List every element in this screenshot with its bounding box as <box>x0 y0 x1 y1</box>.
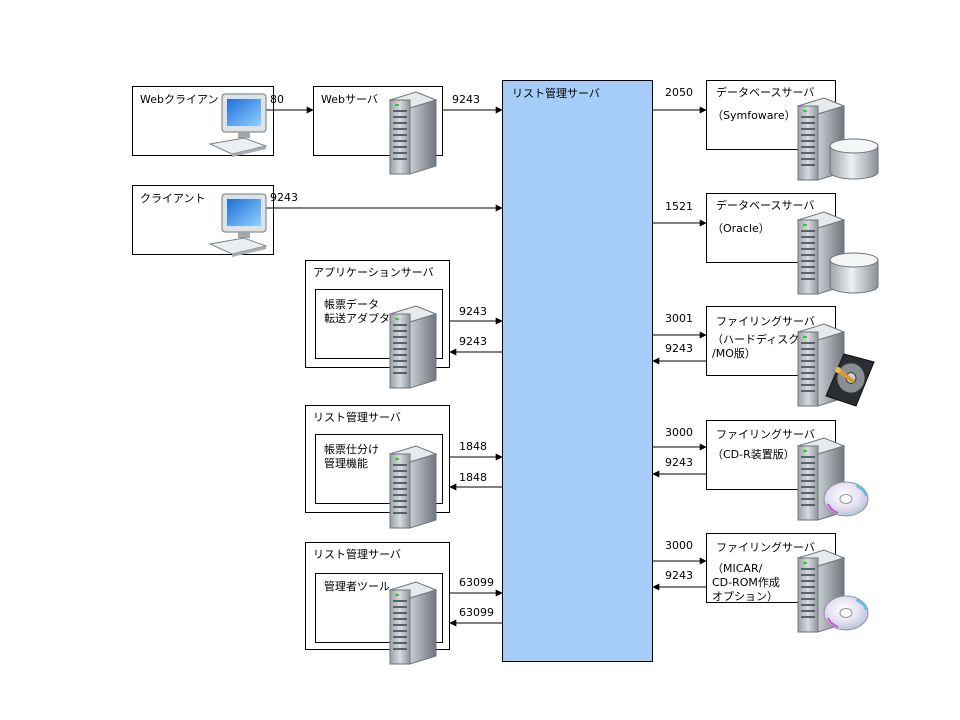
port-label-list2-out: 63099 <box>459 576 494 589</box>
port-label-filing-hdd-in: 9243 <box>665 342 693 355</box>
pc-monitor-icon <box>208 93 268 157</box>
port-label-app-in: 9243 <box>459 335 487 348</box>
port-label-filing-cdr-in: 9243 <box>665 456 693 469</box>
port-label-list2-in: 63099 <box>459 606 494 619</box>
filing-cdr-sublabel: （CD-R装置版） <box>712 448 795 461</box>
server-tower-icon <box>388 445 438 529</box>
list-server-2-inner-label: 管理者ツール <box>324 580 390 593</box>
list-management-server-hub: リスト管理サーバ <box>502 80 653 662</box>
list-server-2-title: リスト管理サーバ <box>313 548 401 561</box>
db-oracle-label: データベースサーバ <box>716 199 815 212</box>
port-label-list1-out: 1848 <box>459 440 487 453</box>
web-server-label: Webサーバ <box>321 93 378 106</box>
pc-monitor-icon <box>208 193 268 257</box>
cd-disc-icon <box>823 595 869 631</box>
filing-hdd-label: ファイリングサーバ <box>716 315 815 328</box>
filing-micar-sublabel: （MICAR/ CD-ROM作成 オプション） <box>712 562 780 603</box>
port-label-filing-micar-out: 3000 <box>665 539 693 552</box>
port-label-db-oracle: 1521 <box>665 200 693 213</box>
port-label-app-out: 9243 <box>459 305 487 318</box>
port-label-webclient: 80 <box>270 93 284 106</box>
hard-disk-icon <box>825 353 875 407</box>
filing-hdd-sublabel: （ハードディスク /MO版） <box>712 333 800 360</box>
port-label-webserver: 9243 <box>452 93 480 106</box>
app-server-inner-label: 帳票データ 転送アダプタ <box>324 298 390 325</box>
port-label-filing-cdr-out: 3000 <box>665 426 693 439</box>
server-tower-icon <box>388 581 438 665</box>
db-symfoware-sublabel: （Symfoware） <box>712 109 796 122</box>
server-tower-icon <box>388 91 438 175</box>
cd-disc-icon <box>823 481 869 517</box>
server-tower-icon <box>796 211 846 295</box>
port-label-filing-micar-in: 9243 <box>665 569 693 582</box>
list-server-1-title: リスト管理サーバ <box>313 411 401 424</box>
database-cylinder-icon <box>829 252 879 294</box>
filing-cdr-label: ファイリングサーバ <box>716 428 815 441</box>
client-label: クライアント <box>140 192 206 205</box>
port-label-db-symfoware: 2050 <box>665 86 693 99</box>
port-label-filing-hdd-out: 3001 <box>665 312 693 325</box>
port-label-list1-in: 1848 <box>459 471 487 484</box>
port-label-client: 9243 <box>270 191 298 204</box>
app-server-title: アプリケーションサーバ <box>313 266 434 279</box>
web-client-label: Webクライアント <box>140 93 230 106</box>
database-cylinder-icon <box>829 138 879 180</box>
list-server-1-inner-label: 帳票仕分け 管理機能 <box>324 443 379 470</box>
db-oracle-sublabel: （Oracle） <box>712 222 770 235</box>
db-symfoware-label: データベースサーバ <box>716 86 815 99</box>
filing-micar-label: ファイリングサーバ <box>716 541 815 554</box>
server-tower-icon <box>388 305 438 389</box>
list-server-1-box: リスト管理サーバ 帳票仕分け 管理機能 <box>305 405 450 513</box>
hub-title: リスト管理サーバ <box>512 87 600 100</box>
